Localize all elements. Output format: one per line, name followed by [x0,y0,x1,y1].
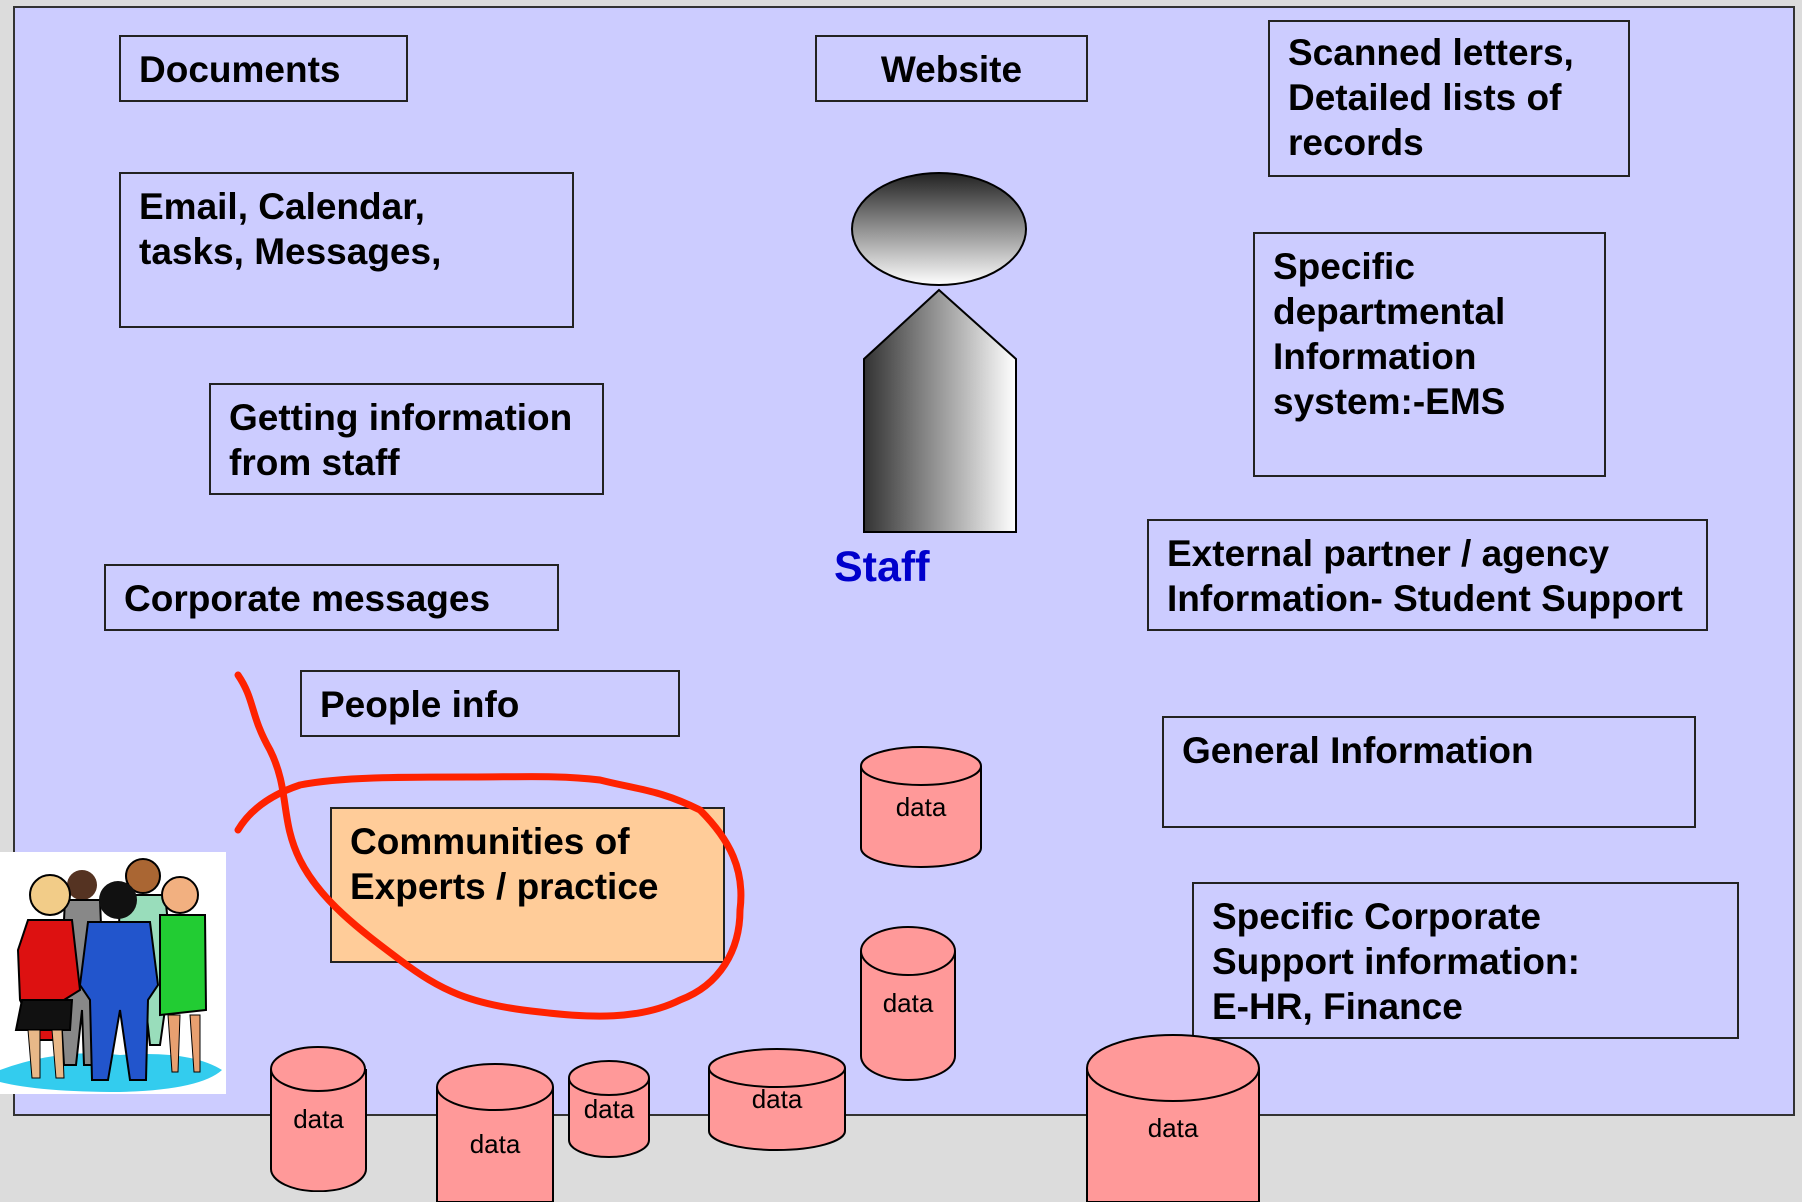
data-cylinder: data [1086,1034,1260,1202]
getting-info-box: Getting information from staff [209,383,604,495]
communities-box: Communities of Experts / practice [330,807,725,963]
documents-box: Documents [119,35,408,102]
data-cylinder: data [860,746,982,868]
data-cylinder: data [568,1060,650,1158]
data-cylinder: data [436,1063,554,1202]
email-calendar-box: Email, Calendar, tasks, Messages, [119,172,574,328]
data-cylinder: data [860,926,956,1081]
staff-label: Staff [834,543,930,591]
website-box: Website [815,35,1088,102]
corporate-support-box: Specific Corporate Support information: … [1192,882,1739,1039]
external-partner-box: External partner / agency Information- S… [1147,519,1708,631]
scanned-letters-box: Scanned letters, Detailed lists of recor… [1268,20,1630,177]
departmental-info-box: Specific departmental Information system… [1253,232,1606,477]
people-info-box: People info [300,670,680,737]
corporate-messages-box: Corporate messages [104,564,559,631]
data-cylinder: data [708,1048,846,1151]
data-cylinder: data [270,1046,367,1192]
general-info-box: General Information [1162,716,1696,828]
